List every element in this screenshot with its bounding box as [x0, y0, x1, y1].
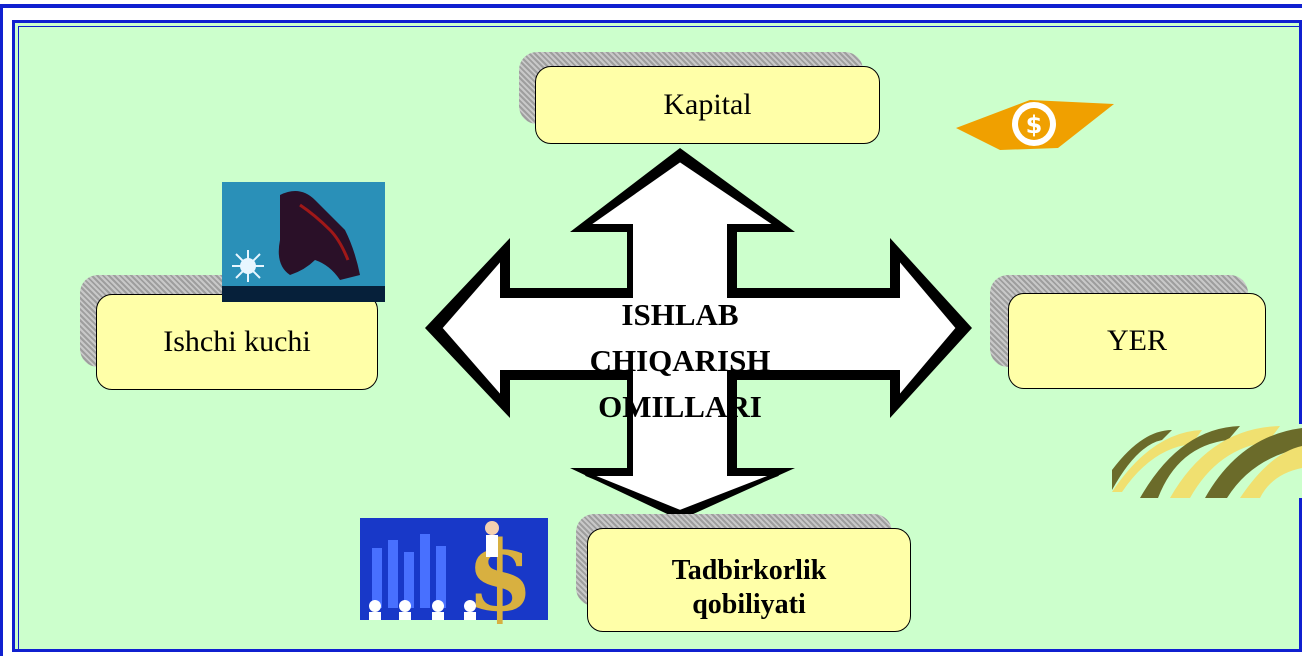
tadbirkorlik-label-line1: Tadbirkorlik [671, 555, 827, 586]
frame-outer-border [0, 4, 1302, 656]
yer-box: YER [1008, 293, 1266, 389]
tadbirkorlik-box: Tadbirkorlik qobiliyati [587, 528, 911, 632]
ishchi-box: Ishchi kuchi [96, 294, 378, 390]
center-line-2: CHIQARISH [589, 343, 771, 378]
frame-inner-border [18, 26, 1302, 650]
center-line-1: ISHLAB [621, 297, 739, 332]
tadbirkorlik-label-line2: qobiliyati [692, 589, 806, 620]
yer-label: YER [1107, 324, 1167, 357]
ishchi-label: Ishchi kuchi [163, 325, 311, 358]
kapital-label: Kapital [663, 88, 752, 121]
center-label: ISHLAB CHIQARISH OMILLARI [580, 292, 780, 430]
center-line-3: OMILLARI [598, 389, 762, 424]
kapital-box: Kapital [535, 66, 880, 144]
four-way-arrow-body [437, 157, 961, 515]
